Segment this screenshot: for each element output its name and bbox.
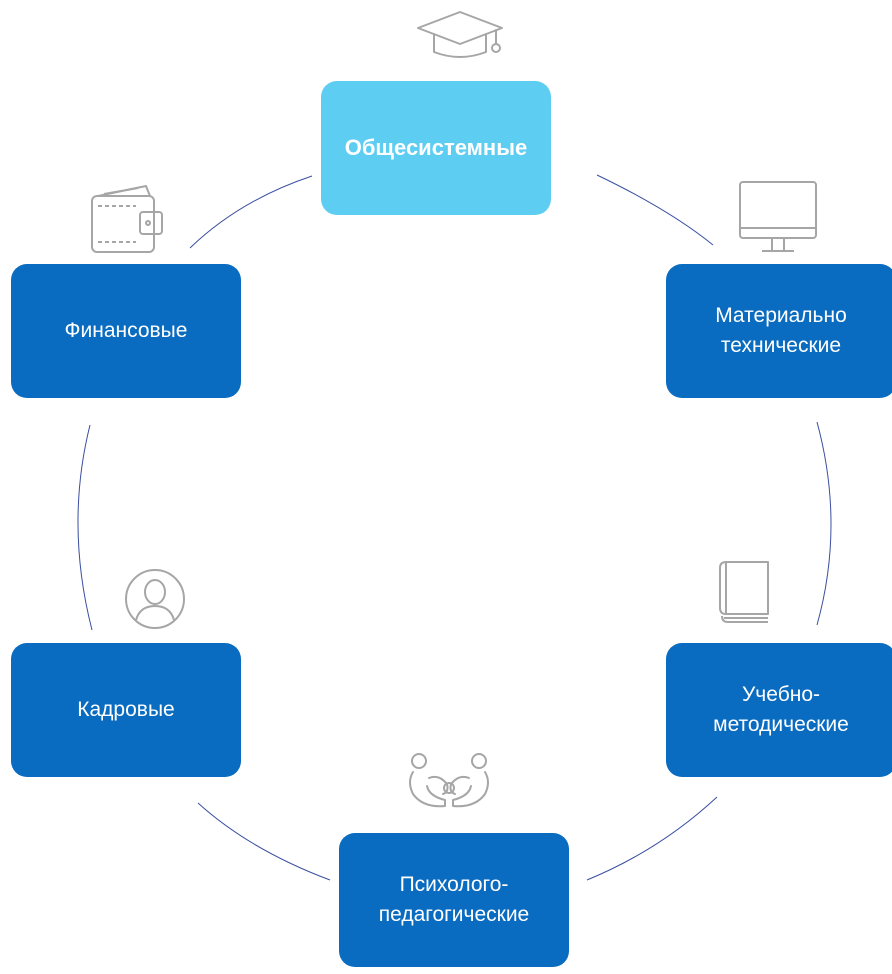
connector-right-lower-to-bottom (586, 796, 718, 881)
node-left-upper-label: Финансовые (64, 319, 188, 342)
book-icon (718, 560, 774, 626)
node-left-lower-label: Кадровые (77, 698, 175, 721)
wallet-icon (90, 182, 164, 254)
node-top: Общесистемные (321, 81, 551, 215)
people-hands-icon (405, 752, 493, 812)
connector-bottom-to-left-lower (197, 802, 331, 881)
connector-top-to-right-upper (596, 174, 714, 246)
node-bottom: Психолого- педагогические (339, 833, 569, 967)
connector-left-lower-to-left-upper (77, 424, 93, 631)
connector-right-upper-to-right-lower (816, 421, 832, 626)
connector-left-upper-to-top (189, 175, 313, 249)
graduation-cap-icon (412, 10, 508, 60)
node-left-upper: Финансовые (11, 264, 241, 398)
node-right-upper-label: Материально технические (715, 304, 847, 357)
node-left-lower: Кадровые (11, 643, 241, 777)
node-bottom-label: Психолого- педагогические (378, 873, 530, 926)
node-right-upper: Материально технические (666, 264, 892, 398)
node-top-label: Общесистемные (344, 135, 528, 160)
user-circle-icon (124, 568, 186, 630)
node-right-lower: Учебно- методические (666, 643, 892, 777)
node-right-lower-label: Учебно- методические (713, 683, 849, 736)
monitor-icon (738, 180, 818, 256)
